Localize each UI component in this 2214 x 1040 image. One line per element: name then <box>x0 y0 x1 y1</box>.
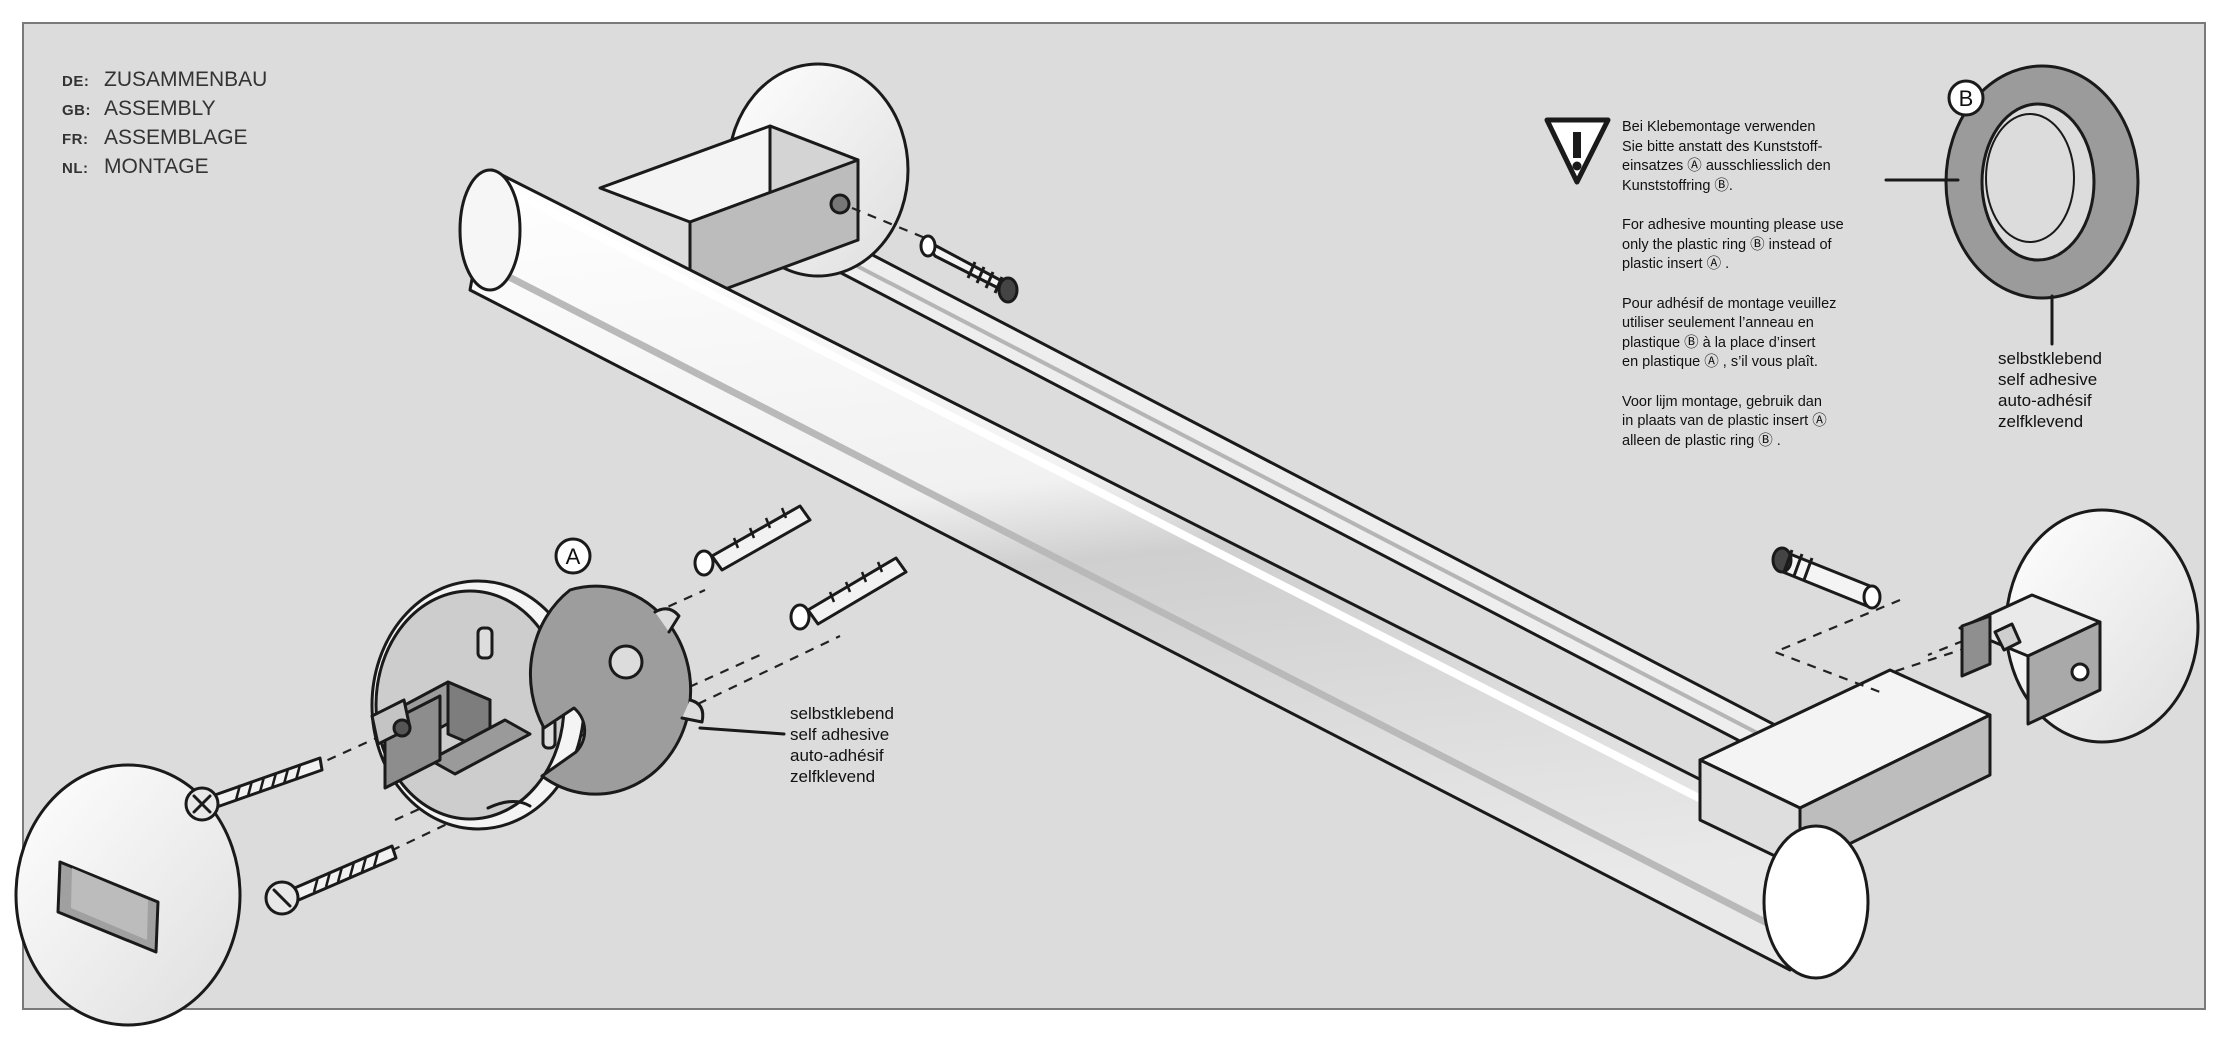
plastic-ring-b <box>1944 64 2140 300</box>
assembly-headings: DE:ZUSAMMENBAU GB:ASSEMBLY FR:ASSEMBLAGE… <box>62 66 267 182</box>
adhesive-label-left: selbstklebend self adhesive auto-adhésif… <box>790 704 894 786</box>
screw-upper <box>184 756 324 822</box>
heading-de: DE:ZUSAMMENBAU <box>62 68 268 91</box>
adhesive-leader-left <box>698 726 786 736</box>
part-label-b: B <box>1947 79 1985 117</box>
heading-fr: FR:ASSEMBLAGE <box>62 126 248 149</box>
svg-text:B: B <box>1959 86 1974 111</box>
note-de: Bei Klebemontage verwenden Sie bitte ans… <box>1622 119 1831 194</box>
right-end-block <box>1698 668 1992 870</box>
adhesive-label-right: selbstklebend self adhesive auto-adhésif… <box>1998 349 2102 431</box>
wall-plug-lower <box>789 556 908 631</box>
grub-screw-right <box>1771 546 1882 610</box>
right-wall-cap <box>1958 508 2200 744</box>
heading-gb: GB:ASSEMBLY <box>62 97 216 120</box>
note-fr: Pour adhésif de montage veuillez utilise… <box>1622 295 1837 371</box>
front-cover-cap <box>14 763 242 1027</box>
back-left-wall-cap <box>598 62 910 304</box>
main-bar <box>458 168 1842 972</box>
heading-nl: NL:MONTAGE <box>62 155 209 178</box>
note-nl: Voor lijm montage, gebruik dan in plaats… <box>1622 393 1827 449</box>
screw-lower <box>264 844 398 916</box>
adhesive-mounting-note: Bei Klebemontage verwenden Sie bitte ans… <box>1622 118 1872 471</box>
left-wall-rosette <box>370 579 586 831</box>
svg-text:A: A <box>566 544 581 569</box>
main-bar-end-cap <box>1762 824 1870 980</box>
note-en: For adhesive mounting please use only th… <box>1622 217 1844 272</box>
part-label-a: A <box>554 537 592 575</box>
wall-plug-upper <box>693 504 812 577</box>
warning-triangle-icon <box>1544 117 1611 185</box>
plastic-insert-a <box>528 584 705 796</box>
grub-screw-left <box>851 206 1019 304</box>
